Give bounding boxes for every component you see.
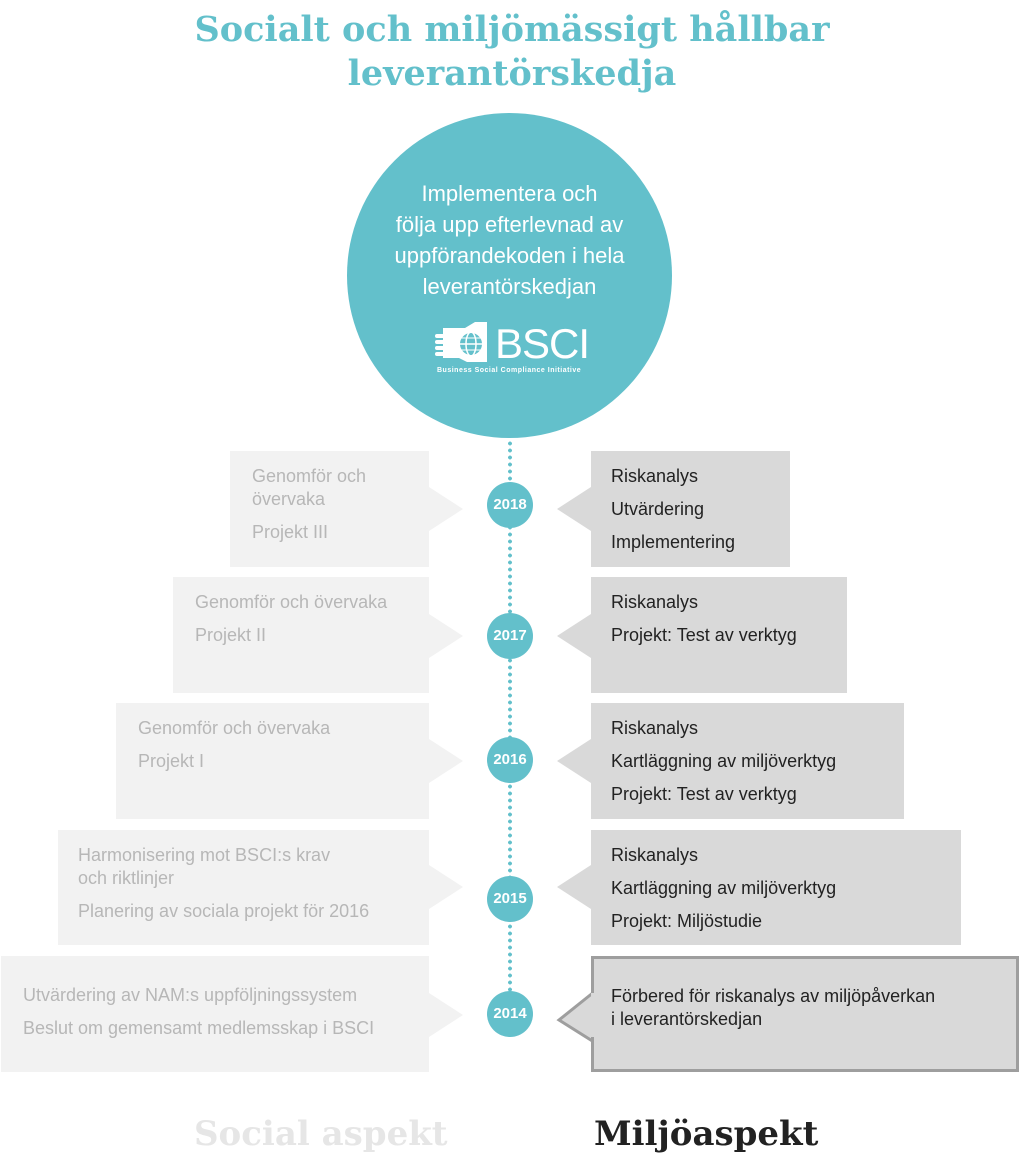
environment-aspect-label: Miljöaspekt: [594, 1114, 819, 1154]
arrow-joint-cover: [591, 993, 596, 1037]
environment-item: Kartläggning av miljöverktyg: [611, 878, 837, 898]
goal-line: uppförandekoden i hela: [394, 243, 625, 268]
environment-item: Riskanalys: [611, 845, 699, 865]
social-item: Projekt III: [252, 522, 329, 542]
hand-globe-icon: [435, 322, 487, 362]
year-badge-2016: 2016: [487, 737, 533, 783]
social-arrow-2014: [429, 993, 463, 1037]
environment-item: Implementering: [611, 532, 736, 552]
social-arrow-2016: [429, 739, 463, 783]
environment-item: Projekt: Test av verktyg: [611, 625, 797, 645]
logo-subtitle: Business Social Compliance Initiative: [437, 367, 582, 374]
social-item: övervaka: [252, 489, 326, 509]
goal-line: leverantörskedjan: [422, 274, 597, 299]
bsci-logo: BSCI Business Social Compliance Initiati…: [435, 318, 590, 378]
year-badge-2015: 2015: [487, 876, 533, 922]
environment-arrow-2017: [557, 614, 591, 658]
year-badge-2018: 2018: [487, 482, 533, 528]
title-line-2: leverantörskedja: [347, 53, 677, 94]
environment-item: Riskanalys: [611, 466, 699, 486]
year-badge-2017: 2017: [487, 613, 533, 659]
environment-item: i leverantörskedjan: [611, 1009, 763, 1029]
environment-box-2015: Riskanalys Kartläggning av miljöverktyg …: [591, 830, 961, 945]
environment-arrow-2016: [557, 739, 591, 783]
environment-item: Riskanalys: [611, 718, 699, 738]
environment-box-2014: Förbered för riskanalys av miljöpåverkan…: [591, 956, 1019, 1072]
social-arrow-2015: [429, 865, 463, 909]
goal-circle: Implementera och följa upp efterlevnad a…: [347, 113, 672, 438]
social-item: Planering av sociala projekt för 2016: [78, 901, 370, 921]
goal-line: följa upp efterlevnad av: [395, 212, 624, 237]
social-aspect-label: Social aspekt: [194, 1114, 448, 1154]
environment-box-2016: Riskanalys Kartläggning av miljöverktyg …: [591, 703, 904, 819]
social-item: Projekt I: [138, 751, 205, 771]
social-item: Beslut om gemensamt medlemsskap i BSCI: [23, 1018, 375, 1038]
year-badge-2014: 2014: [487, 991, 533, 1037]
goal-text: Implementera och följa upp efterlevnad a…: [377, 178, 642, 302]
social-arrow-2018: [429, 487, 463, 531]
goal-line: Implementera och: [421, 181, 598, 206]
timeline-connector: [508, 440, 512, 1000]
social-item: Utvärdering av NAM:s uppföljningssystem: [23, 985, 358, 1005]
social-item: Genomför och: [252, 466, 367, 486]
social-box-2018: Genomför och övervaka Projekt III: [230, 451, 429, 567]
environment-item: Utvärdering: [611, 499, 705, 519]
social-box-2016: Genomför och övervaka Projekt I: [116, 703, 429, 819]
page-title: Socialt och miljömässigt hållbar leveran…: [0, 8, 1024, 96]
social-item: Genomför och övervaka: [138, 718, 331, 738]
environment-arrow-2018: [557, 487, 591, 531]
environment-item: Förbered för riskanalys av miljöpåverkan: [611, 986, 936, 1006]
environment-item: Projekt: Test av verktyg: [611, 784, 797, 804]
social-item: och riktlinjer: [78, 868, 175, 888]
social-arrow-2017: [429, 614, 463, 658]
logo-text: BSCI: [495, 320, 590, 367]
environment-item: Kartläggning av miljöverktyg: [611, 751, 837, 771]
environment-box-2017: Riskanalys Projekt: Test av verktyg: [591, 577, 847, 693]
environment-arrow-2014: [556, 990, 596, 1045]
social-item: Harmonisering mot BSCI:s krav: [78, 845, 331, 865]
environment-item: Riskanalys: [611, 592, 699, 612]
environment-arrow-2015: [557, 865, 591, 909]
social-box-2014: Utvärdering av NAM:s uppföljningssystem …: [1, 956, 429, 1072]
title-line-1: Socialt och miljömässigt hållbar: [194, 9, 830, 50]
social-box-2015: Harmonisering mot BSCI:s krav och riktli…: [58, 830, 429, 945]
social-item: Genomför och övervaka: [195, 592, 388, 612]
social-item: Projekt II: [195, 625, 267, 645]
environment-box-2018: Riskanalys Utvärdering Implementering: [591, 451, 790, 567]
social-box-2017: Genomför och övervaka Projekt II: [173, 577, 429, 693]
environment-item: Projekt: Miljöstudie: [611, 911, 763, 931]
